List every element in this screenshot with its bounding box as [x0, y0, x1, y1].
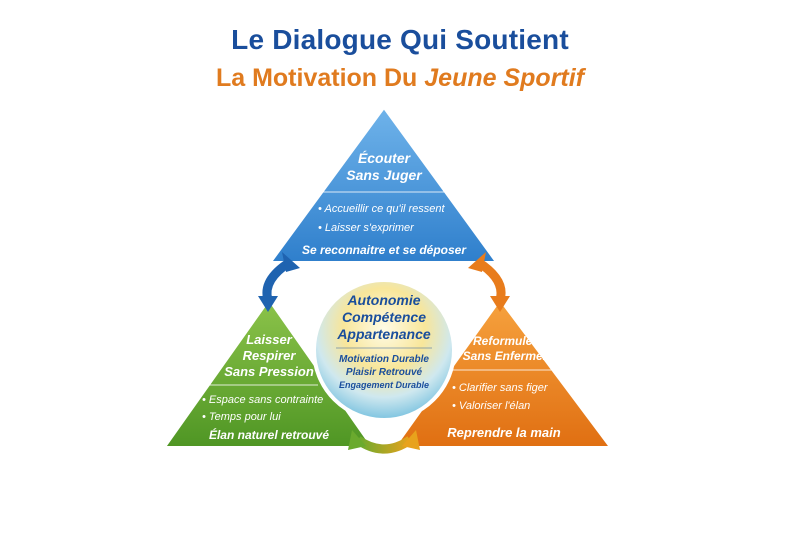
left-cycle-arrow-head-bottom [258, 296, 278, 312]
title-line-2: La Motivation Du Jeune Sportif [0, 64, 800, 93]
center-line-2: Compétence [341, 309, 427, 325]
left-heading-line-3: Sans Pression [224, 364, 314, 379]
left-heading-line-1: Laisser [246, 332, 292, 347]
top-bullet-2: • Laisser s'exprimer [318, 222, 414, 234]
left-bullet-1: • Espace sans contrainte [202, 394, 324, 406]
center-sub-3: Engagement Durable [338, 380, 430, 390]
left-cycle-arrow-head-top [282, 252, 300, 272]
top-footer: Se reconnaitre et se déposer [301, 243, 467, 257]
top-bullet-1: • Accueillir ce qu'il ressent [318, 203, 445, 215]
title-line-1: Le Dialogue Qui Soutient [231, 24, 569, 55]
left-footer: Élan naturel retrouvé [208, 428, 330, 442]
center-circle [312, 278, 456, 422]
right-cycle-arrow-head-bottom [490, 296, 510, 312]
right-bullet-2: • Valoriser l'élan [452, 400, 531, 412]
right-footer: Reprendre la main [447, 425, 561, 440]
top-heading-line-2: Sans Juger [346, 167, 422, 183]
left-bullet-2: • Temps pour lui [202, 411, 281, 423]
right-bullet-1: • Clarifier sans figer [452, 382, 548, 394]
center-sub-2: Plaisir Retrouvé [345, 367, 423, 378]
top-triangle [269, 106, 498, 263]
center-line-1: Autonomie [347, 292, 421, 308]
bottom-cycle-arrow-head-right [402, 430, 420, 450]
right-cycle-arrow-head-top [468, 252, 486, 272]
right-heading-line-1: Reformuler [472, 334, 537, 348]
title-line-2-prefix: La Motivation Du [215, 64, 425, 92]
top-heading-line-1: Écouter [357, 150, 411, 166]
bottom-cycle-arrow-head-left [348, 430, 366, 450]
title-line-2-accent: Jeune Sportif [424, 64, 585, 92]
left-heading-line-2: Respirer [242, 348, 296, 363]
center-sub-1: Motivation Durable [338, 354, 429, 365]
right-heading-line-2: Sans Enfermer [462, 349, 548, 363]
bottom-cycle-arrow [355, 436, 413, 454]
center-line-3: Appartenance [337, 326, 431, 342]
